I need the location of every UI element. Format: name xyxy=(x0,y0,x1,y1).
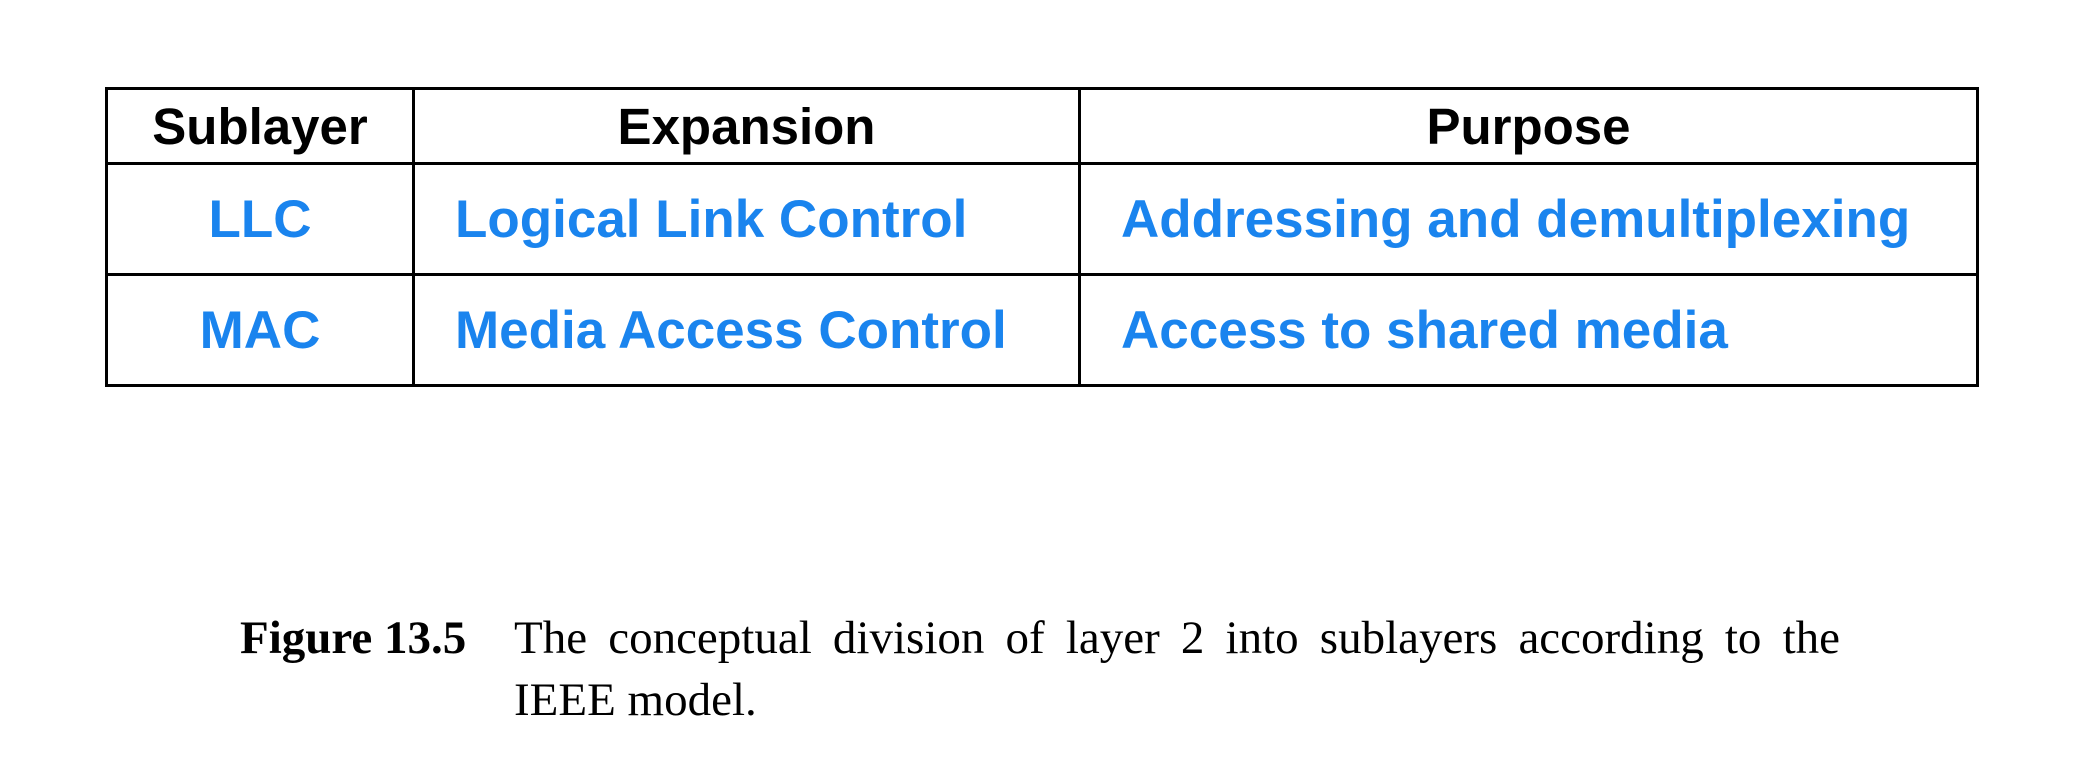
cell-sublayer: MAC xyxy=(105,273,415,387)
sublayer-table: Sublayer Expansion Purpose LLC Logical L… xyxy=(105,87,1979,387)
table-row: LLC Logical Link Control Addressing and … xyxy=(105,162,1979,276)
cell-expansion: Logical Link Control xyxy=(412,162,1081,276)
caption-text: The conceptual division of layer 2 into … xyxy=(514,612,1840,726)
cell-sublayer: LLC xyxy=(105,162,415,276)
cell-purpose: Access to shared media xyxy=(1078,273,1979,387)
cell-purpose: Addressing and demultiplexing xyxy=(1078,162,1979,276)
table-row: MAC Media Access Control Access to share… xyxy=(105,273,1979,387)
table-header-row: Sublayer Expansion Purpose xyxy=(105,87,1979,165)
cell-expansion: Media Access Control xyxy=(412,273,1081,387)
header-purpose: Purpose xyxy=(1078,87,1979,165)
header-sublayer: Sublayer xyxy=(105,87,415,165)
caption-label: Figure 13.5 xyxy=(240,612,467,664)
header-expansion: Expansion xyxy=(412,87,1081,165)
